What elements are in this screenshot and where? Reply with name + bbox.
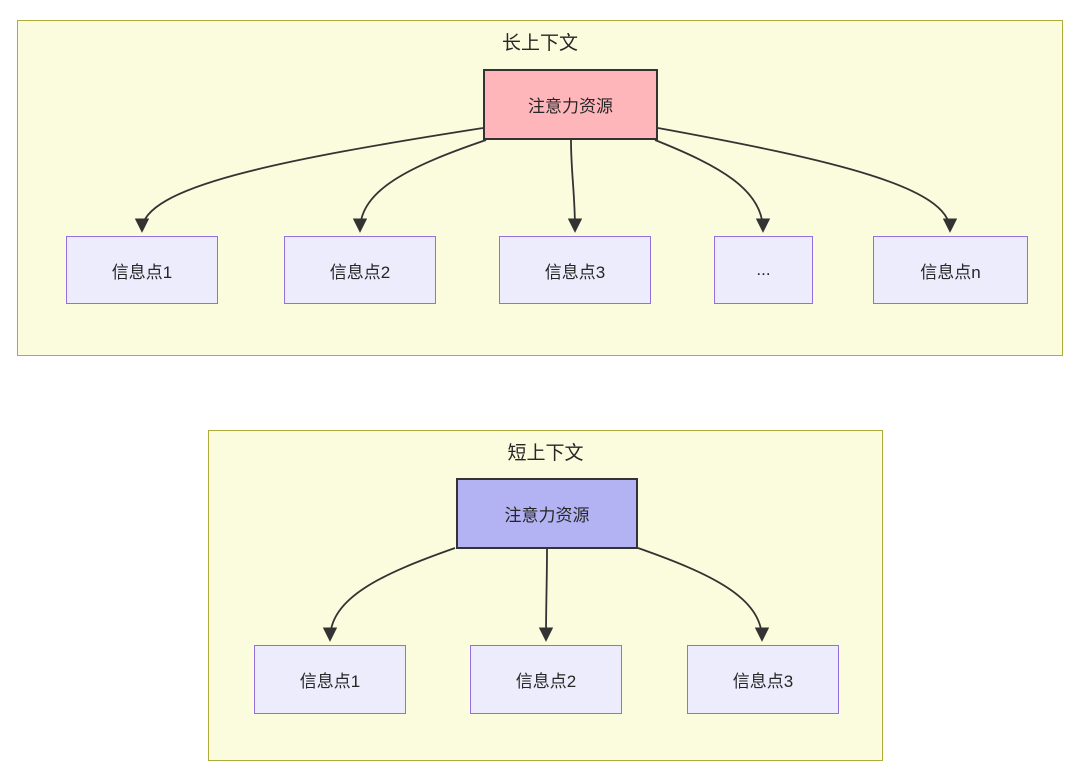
attention-resource-node-short: 注意力资源 [456, 478, 638, 549]
short-context-group: 短上下文 注意力资源 信息点1 信息点2 信息点3 [208, 430, 883, 761]
long-context-group: 长上下文 注意力资源 信息点1 信息点2 信息点3 ... 信息点n [17, 20, 1063, 356]
info-point-node: 信息点n [873, 236, 1028, 304]
arrow-attention-to-info3 [567, 139, 583, 233]
arrow-attention-to-info1 [322, 547, 456, 642]
info-point-node: 信息点2 [284, 236, 436, 304]
attention-resource-node-long: 注意力资源 [483, 69, 658, 140]
info-point-node: 信息点2 [470, 645, 622, 714]
info-point-node-ellipsis: ... [714, 236, 813, 304]
arrow-attention-to-info1 [134, 127, 484, 233]
info-point-node: 信息点1 [254, 645, 406, 714]
short-context-title: 短上下文 [507, 443, 584, 464]
arrow-attention-to-info2 [538, 548, 554, 642]
info-point-node: 信息点3 [499, 236, 651, 304]
arrow-attention-to-ellipsis [654, 139, 771, 233]
info-point-node: 信息点3 [687, 645, 839, 714]
long-context-title: 长上下文 [501, 33, 578, 54]
arrow-attention-to-info2 [352, 139, 487, 233]
arrow-attention-to-info3 [637, 547, 770, 642]
arrow-attention-to-info-n [657, 127, 958, 233]
info-point-node: 信息点1 [66, 236, 218, 304]
